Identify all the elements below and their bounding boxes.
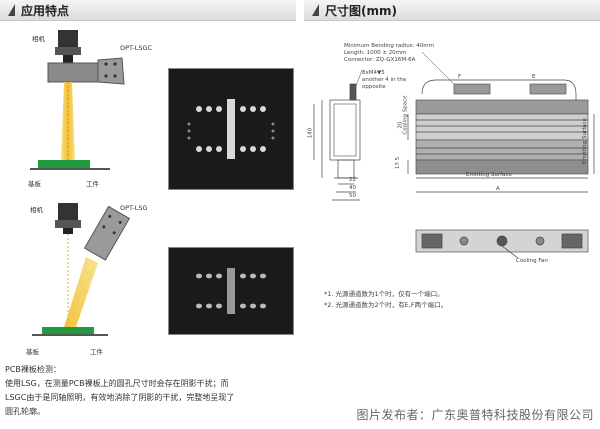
light-label-bottom: OPT-LSG <box>120 204 148 212</box>
header-marker-icon <box>8 4 15 16</box>
spec-line-1: Minimum Bending radius: 40mm <box>344 43 434 49</box>
angled-inspection-photo <box>168 247 294 335</box>
work-label-bottom: 工件 <box>90 348 103 356</box>
left-section-title: 应用特点 <box>21 3 70 18</box>
work-label-top: 工件 <box>86 180 99 188</box>
screw-note-3: opposite <box>362 84 386 90</box>
note-1: *1. 光源通道数为1个时，仅有一个端口。 <box>324 290 444 298</box>
emitting-surface-horizontal: Emitting Surface <box>466 172 512 178</box>
right-section-header: 尺寸图(mm) <box>304 0 600 21</box>
spec-line-2: Length: 1000 ± 20mm <box>344 50 407 56</box>
desc-line-4: 圆孔轮廓。 <box>5 407 45 416</box>
screw-note-2: another 4 in the <box>362 77 407 83</box>
screw-note-1: 8xM4▼5 <box>362 70 385 76</box>
note-2: *2. 光源通道数为2个时，有E,F两个端口。 <box>324 301 448 309</box>
desc-line-3: LSGC由于是同轴照明，有效地消除了阴影的干扰，完整地呈现了 <box>5 393 235 402</box>
cooling-fan-label: Cooling Fan <box>516 258 548 264</box>
desc-line-2: 使用LSG，在测量PCB裸板上的圆孔尺寸时会存在阴影干扰；而 <box>5 379 229 388</box>
camera-label-bottom: 相机 <box>30 206 43 214</box>
dim-140: 140 <box>307 127 314 139</box>
spec-line-3: Connector: ZQ-GX16M-6A <box>344 57 416 63</box>
dim-40: 40 <box>349 185 356 191</box>
board-label-top: 基板 <box>28 180 41 188</box>
port-e-label: E <box>532 74 536 80</box>
publisher-footer: 图片发布者：广东奥普特科技股份有限公司 <box>356 408 594 422</box>
right-section-title: 尺寸图(mm) <box>325 3 397 18</box>
coaxial-light-diagram <box>30 30 125 170</box>
emitting-surface-vertical: Emitting Surface <box>581 118 588 164</box>
length-a-label: A <box>496 186 500 192</box>
desc-line-1: PCB裸板检测： <box>5 365 61 374</box>
dim-17-5: 17.5 <box>395 156 402 170</box>
dim-22: 22 <box>349 177 356 183</box>
header-marker-icon <box>312 4 319 16</box>
dim-50: 50 <box>349 193 356 199</box>
dimension-drawing <box>313 51 595 259</box>
port-f-label: F <box>458 74 462 80</box>
coaxial-inspection-photo <box>168 68 294 190</box>
left-section-header: 应用特点 <box>0 0 296 21</box>
camera-label-top: 相机 <box>32 35 45 43</box>
angled-light-diagram <box>32 203 131 336</box>
light-label-top: OPT-LSGC <box>120 44 153 52</box>
board-label-bottom: 基板 <box>26 348 39 356</box>
cooling-space-label: Cooling Space <box>402 95 409 135</box>
